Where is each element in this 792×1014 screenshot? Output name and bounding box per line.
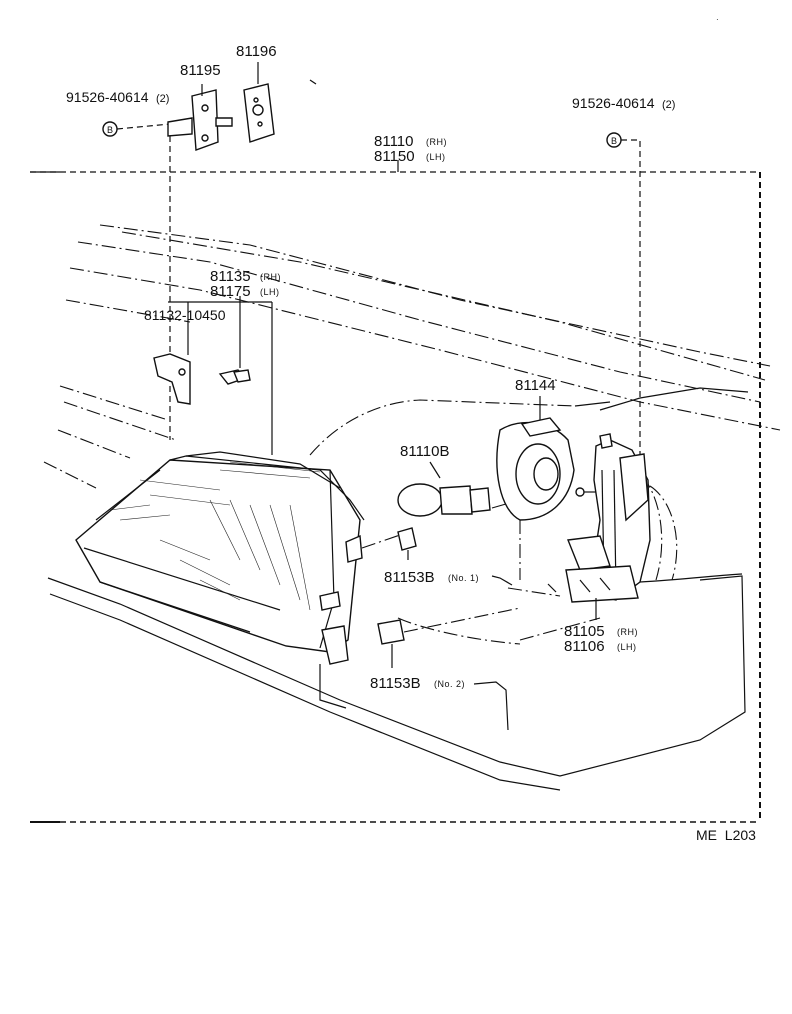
label-81195: 81195	[180, 62, 221, 79]
bulb-81110B	[397, 461, 491, 517]
svg-text:(LH): (LH)	[617, 642, 637, 652]
label-81196: 81196	[236, 43, 277, 60]
figure-code: ME L203	[696, 827, 756, 843]
svg-text:(2): (2)	[662, 99, 675, 111]
label-bracket: 81105 (RH) 81106 (LH)	[564, 623, 638, 655]
label-bolt-left: 91526-40614 (2)	[66, 89, 169, 105]
svg-text:81106: 81106	[564, 638, 605, 655]
svg-text:B: B	[611, 136, 617, 146]
label-bolt-right: 91526-40614 (2)	[572, 95, 675, 111]
headlamp-unit	[75, 451, 365, 665]
svg-text:81153B: 81153B	[384, 569, 435, 586]
label-socket2: 81153B (No. 2)	[370, 675, 465, 692]
svg-text:(RH): (RH)	[260, 272, 281, 282]
vehicle-body-outline	[43, 224, 781, 645]
svg-text:(RH): (RH)	[426, 137, 447, 147]
svg-text:81135: 81135	[210, 268, 251, 285]
bumper-outline	[47, 387, 749, 791]
plate-part-81196	[243, 62, 275, 143]
assembly-frame	[30, 171, 761, 823]
svg-text:B: B	[107, 125, 113, 135]
svg-text:(RH): (RH)	[617, 627, 638, 637]
corner-mark: ·	[716, 15, 719, 24]
label-bulb: 81110B	[400, 443, 450, 460]
svg-text:(2): (2)	[156, 93, 169, 105]
svg-text:(LH): (LH)	[426, 152, 446, 162]
svg-text:81110: 81110	[374, 133, 414, 150]
svg-text:(No. 2): (No. 2)	[434, 679, 465, 689]
svg-text:91526-40614: 91526-40614	[572, 95, 655, 111]
svg-text:(LH): (LH)	[260, 287, 280, 297]
svg-text:(No. 1): (No. 1)	[448, 573, 479, 583]
label-headlamp-assy: 81110 (RH) 81150 (LH)	[374, 133, 447, 165]
label-screw: 81132-10450	[144, 307, 226, 323]
svg-text:81150: 81150	[374, 148, 415, 165]
svg-text:91526-40614: 91526-40614	[66, 89, 149, 105]
label-unit-assy: 81135 (RH) 81175 (LH)	[210, 268, 281, 300]
bolt-marker-left: B	[102, 121, 118, 137]
svg-text:81153B: 81153B	[370, 675, 421, 692]
svg-text:81175: 81175	[210, 283, 251, 300]
socket-81153B-no2	[377, 619, 405, 668]
bracket-81132	[153, 353, 251, 405]
label-cover: 81144	[515, 377, 556, 394]
svg-text:81105: 81105	[564, 623, 605, 640]
bolt-marker-right: B	[606, 132, 622, 148]
socket-81153B-no1	[397, 527, 417, 560]
cover-81144	[496, 396, 575, 521]
adjuster-part-81195	[167, 84, 233, 151]
label-socket1: 81153B (No. 1)	[384, 569, 479, 586]
bracket-81105	[547, 433, 651, 620]
